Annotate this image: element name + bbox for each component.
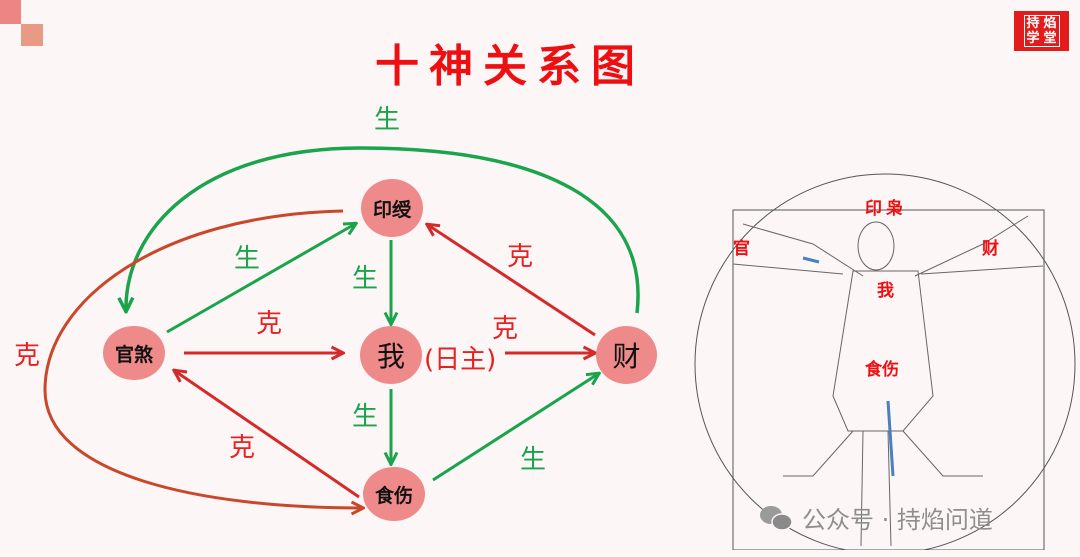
- logo-char: 持: [1026, 16, 1040, 31]
- fig-label-yinxiao: 印枭: [865, 199, 907, 219]
- node-yinshou: 印绶: [361, 179, 423, 237]
- label-ke-wo-cai: 克: [492, 314, 519, 344]
- arrow-sheng-cai-guan: [126, 146, 640, 313]
- node-cai: 财: [596, 326, 657, 384]
- fig-label-guan: 官: [733, 239, 750, 259]
- logo-char: 堂: [1043, 31, 1057, 46]
- watermark-text: 公众号 · 持焰问道: [802, 506, 993, 534]
- rizhu-note: (日主): [424, 345, 497, 375]
- logo-char: 学: [1026, 31, 1040, 46]
- label-ke-shi-guan: 克: [229, 433, 256, 463]
- label-ke-cai-yin: 克: [507, 242, 534, 272]
- label-sheng-yin-wo: 生: [352, 264, 379, 294]
- label-sheng-guan-yin: 生: [234, 244, 261, 274]
- vitruvian-figure: 印枭 官 财 我 食伤: [693, 146, 1076, 555]
- arrow-sheng-shi-cai: [432, 374, 598, 482]
- label-ke-guan-wo: 克: [256, 309, 283, 339]
- fig-label-shishang: 食伤: [865, 360, 899, 380]
- wechat-icon: [758, 504, 794, 532]
- logo-char: 焰: [1043, 16, 1057, 31]
- arrow-ke-cai-yin: [428, 225, 596, 337]
- arrow-ke-shi-guan: [175, 371, 360, 499]
- decor-square-1: [0, 0, 21, 24]
- fig-label-cai: 财: [982, 239, 999, 259]
- decor-square-2: [21, 24, 43, 46]
- brand-logo: 持 焰 学 堂: [1014, 11, 1069, 51]
- label-ke-yin-shi: 克: [14, 341, 41, 371]
- arrow-ke-yin-shi: [43, 209, 362, 508]
- node-shishang: 食伤: [363, 467, 425, 521]
- page-title: 十神关系图: [375, 41, 645, 92]
- node-guansha: 官煞: [103, 326, 165, 380]
- label-sheng-shi-cai: 生: [520, 445, 547, 475]
- label-sheng-top: 生: [374, 105, 401, 135]
- watermark: 公众号 · 持焰问道: [758, 500, 993, 535]
- label-sheng-wo-shi: 生: [352, 402, 379, 432]
- node-wo: 我: [360, 326, 422, 384]
- arrow-sheng-guan-yin: [166, 224, 355, 334]
- fig-label-wo: 我: [877, 281, 894, 301]
